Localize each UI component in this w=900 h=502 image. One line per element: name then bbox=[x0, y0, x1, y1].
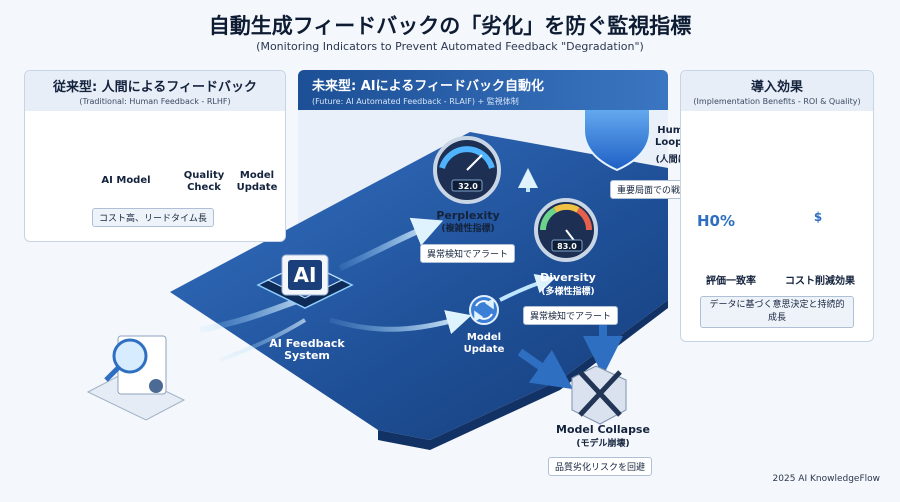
future-title: 未来型: AIによるフィードバック自動化 bbox=[312, 79, 544, 94]
perplexity-value: 32.0 bbox=[458, 182, 478, 191]
node-ai-model: AI Model bbox=[101, 175, 151, 186]
traditional-subtitle: (Traditional: Human Feedback - RLHF) bbox=[79, 97, 231, 106]
future-panel-header: 未来型: AIによるフィードバック自動化 (Future: AI Automat… bbox=[298, 70, 668, 110]
future-subtitle: (Future: AI Automated Feedback - RLAIF) … bbox=[312, 97, 519, 106]
diversity-label: Diversity bbox=[540, 271, 596, 284]
collapse-sub: (モデル崩壊) bbox=[576, 439, 630, 449]
perplexity-label: Perplexity bbox=[436, 209, 500, 222]
perplexity-sub: (複雑性指標) bbox=[441, 224, 495, 234]
collapse-tag: 品質劣化リスクを回避 bbox=[548, 457, 653, 476]
node-model-update: Model Update bbox=[236, 170, 278, 193]
core-label: AI Feedback System bbox=[269, 337, 345, 362]
traditional-panel-header: 従来型: 人間によるフィードバック (Traditional: Human Fe… bbox=[25, 71, 285, 111]
node-quality-check: Quality Check bbox=[183, 170, 225, 193]
diversity-sub: (多様性指標) bbox=[541, 287, 595, 297]
chip-label: AI bbox=[293, 263, 317, 287]
cost-symbol: $ bbox=[813, 210, 823, 224]
footer-credit: 2025 AI KnowledgeFlow bbox=[772, 474, 880, 484]
diversity-value: 83.0 bbox=[557, 242, 577, 251]
diversity-alert: 異常検知でアラート bbox=[523, 306, 619, 325]
page-title: 自動生成フィードバックの「劣化」を防ぐ監視指標 bbox=[208, 14, 692, 38]
traditional-tag: コスト高、リードタイム長 bbox=[92, 208, 214, 227]
benefits-title: 導入効果 bbox=[750, 80, 803, 95]
cost-label: コスト削減効果 bbox=[785, 276, 855, 287]
perplexity-gauge-icon bbox=[433, 136, 501, 204]
benefits-note: データに基づく意思決定と持続的成長 bbox=[700, 296, 854, 328]
metric-label: 評価一致率 bbox=[706, 276, 756, 287]
document-search-icon bbox=[86, 335, 186, 421]
traditional-title: 従来型: 人間によるフィードバック bbox=[52, 80, 258, 95]
metric-value: H0% bbox=[696, 212, 736, 230]
benefits-subtitle: (Implementation Benefits - ROI & Quality… bbox=[693, 97, 861, 106]
collapse-label: Model Collapse bbox=[556, 423, 650, 436]
ai-chip-icon bbox=[256, 254, 354, 309]
diversity-gauge-icon bbox=[534, 198, 598, 262]
page-subtitle: (Monitoring Indicators to Prevent Automa… bbox=[256, 40, 644, 53]
benefits-panel-header: 導入効果 (Implementation Benefits - ROI & Qu… bbox=[681, 71, 873, 111]
perplexity-alert: 異常検知でアラート bbox=[420, 244, 516, 263]
model-update-icon bbox=[469, 295, 499, 325]
model-collapse-icon bbox=[571, 365, 627, 425]
model-update-label: Model Update bbox=[463, 332, 505, 355]
